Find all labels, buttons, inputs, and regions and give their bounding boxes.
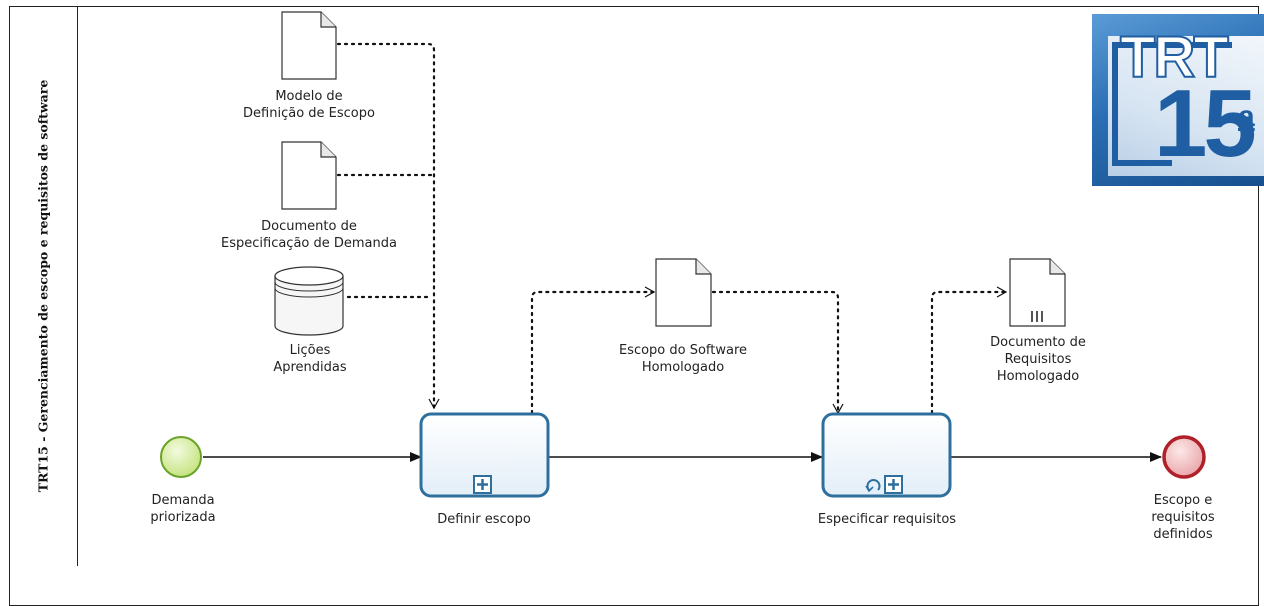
lane-header-divider (77, 6, 78, 566)
data-object-documento-demanda-label: Documento de Especificação de Demanda (221, 219, 397, 251)
trt15-logo: TRT 15 a (1092, 14, 1264, 186)
process-diagram (160, 11, 1206, 498)
data-object-requisitos-homologado-icon[interactable] (1009, 258, 1066, 327)
data-object-documento-demanda-icon[interactable] (281, 141, 337, 210)
data-association-escopo-to-especificar (711, 290, 844, 415)
start-event-label: Demanda priorizada (150, 493, 216, 525)
subprocess-plus-icon[interactable] (473, 475, 492, 494)
data-association-modelo (336, 42, 440, 410)
logo-bracket (1112, 42, 1232, 166)
subprocess-plus-icon[interactable] (884, 475, 903, 494)
end-event-icon[interactable] (1162, 435, 1206, 479)
task-especificar-requisitos[interactable] (821, 412, 952, 498)
task-definir-escopo[interactable] (419, 412, 550, 498)
data-object-escopo-homologado-icon[interactable] (655, 258, 712, 327)
data-association-definir-to-escopo (530, 286, 656, 415)
logo-text-ordinal: a (1238, 100, 1255, 133)
task-definir-escopo-label: Definir escopo (437, 512, 531, 527)
data-object-escopo-homologado-label: Escopo do Software Homologado (618, 343, 748, 375)
data-store-licoes-icon[interactable] (274, 266, 344, 336)
logo-text-trt: TRT (1119, 25, 1230, 90)
logo-background (1108, 36, 1264, 176)
data-object-modelo-label: Modelo de Definição de Escopo (243, 89, 375, 121)
data-object-modelo-icon[interactable] (281, 11, 337, 80)
data-object-requisitos-homologado-label: Documento de Requisitos Homologado (990, 335, 1086, 384)
data-association-especificar-to-requisitos (930, 286, 1008, 415)
logo-text-15: 15 (1154, 70, 1257, 177)
loop-icon (865, 479, 881, 493)
start-event-icon[interactable] (160, 436, 202, 478)
task-especificar-requisitos-label: Especificar requisitos (817, 512, 957, 527)
data-store-licoes-label: Lições Aprendidas (273, 343, 347, 375)
end-event-label: Escopo e requisitos definidos (1151, 493, 1215, 542)
collection-marker-icon (1031, 311, 1043, 322)
logo-bracket-lower (1112, 134, 1172, 166)
